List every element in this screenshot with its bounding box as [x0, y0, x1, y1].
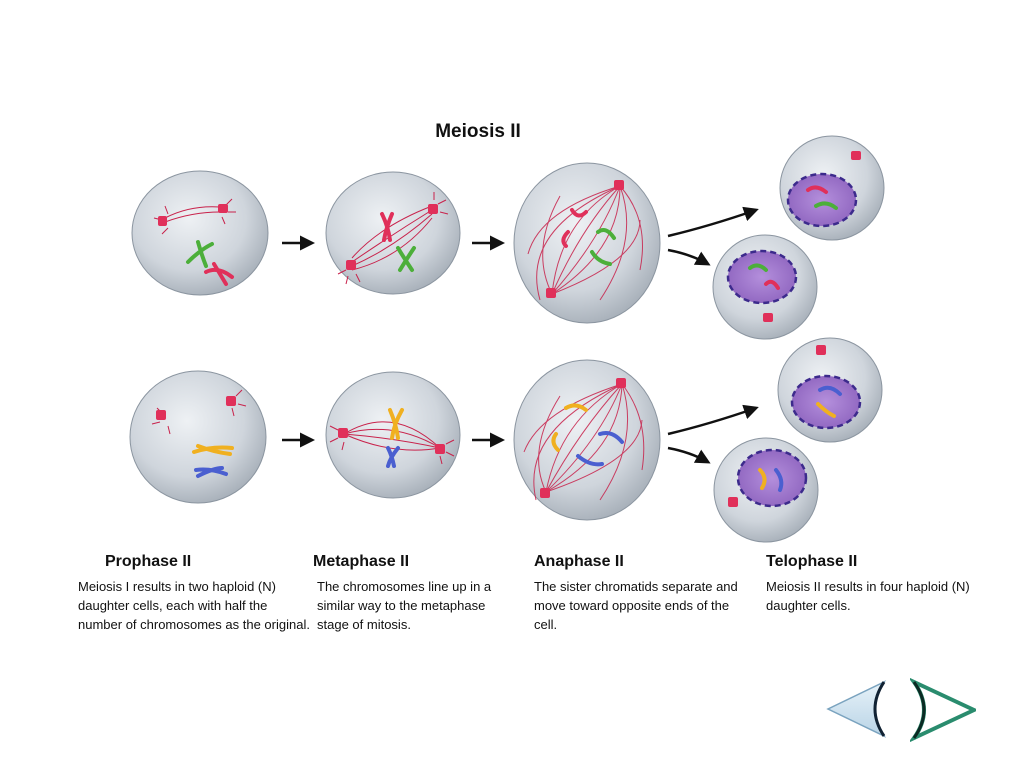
chromosome-yellow-icon — [388, 408, 404, 440]
chromosome-blue-icon — [774, 468, 784, 492]
arrow-icon — [667, 206, 759, 238]
chromosome-blue-icon — [194, 466, 228, 478]
chromosome-red-icon — [764, 279, 780, 290]
chromosome-green-icon — [748, 263, 768, 272]
cell-telophase-top-2 — [712, 234, 818, 340]
cell-prophase-bottom — [129, 370, 267, 504]
centrosome-icon — [156, 410, 166, 420]
arrow-icon — [667, 248, 711, 266]
chromosome-blue-icon — [386, 446, 400, 468]
centrosome-icon — [546, 288, 556, 298]
cell-telophase-bottom-2 — [713, 437, 819, 543]
centrosome-icon — [346, 260, 356, 270]
phase-telophase-ii: Telophase II Meiosis II results in four … — [766, 553, 986, 615]
cell-anaphase-top — [513, 162, 661, 324]
phase-description: Meiosis II results in four haploid (N) d… — [766, 579, 970, 613]
nucleus-icon — [726, 249, 798, 305]
chromosome-yellow-icon — [816, 402, 836, 418]
chromosome-blue-icon — [818, 385, 842, 396]
centrosome-icon — [428, 204, 438, 214]
chromosome-green-icon — [590, 250, 612, 266]
centrosome-icon — [540, 488, 550, 498]
forward-arrow-icon — [910, 678, 976, 742]
chromosome-yellow-icon — [551, 432, 560, 452]
chromosome-green-icon — [396, 246, 416, 272]
cell-metaphase-bottom — [325, 371, 461, 499]
chromosome-yellow-icon — [758, 468, 767, 490]
centrosome-icon — [435, 444, 445, 454]
phase-name: Prophase II — [105, 553, 192, 570]
phase-name: Anaphase II — [534, 553, 624, 570]
centrosome-icon — [614, 180, 624, 190]
previous-slide-button[interactable] — [826, 678, 888, 740]
next-slide-button[interactable] — [910, 678, 976, 742]
back-arrow-icon — [826, 680, 887, 738]
cell-telophase-top-1 — [779, 135, 885, 241]
diagram-title: Meiosis II — [435, 121, 521, 142]
phase-description: The sister chromatids separate and move … — [534, 579, 738, 632]
chromosome-green-icon — [186, 240, 214, 268]
phase-description: The chromosomes line up in a similar way… — [317, 579, 492, 632]
centrosome-icon — [338, 428, 348, 438]
phase-description: Meiosis I results in two haploid (N) dau… — [78, 579, 310, 632]
phase-prophase-ii: Prophase II Meiosis I results in two hap… — [78, 553, 310, 634]
phase-anaphase-ii: Anaphase II The sister chromatids separa… — [534, 553, 746, 634]
arrow-icon — [667, 446, 711, 464]
cell-prophase-top — [131, 170, 269, 296]
phase-name: Metaphase II — [313, 553, 410, 570]
nucleus-icon — [790, 374, 862, 430]
phase-metaphase-ii: Metaphase II The chromosomes line up in … — [313, 553, 513, 634]
centrosome-icon — [816, 345, 826, 355]
chromosome-blue-icon — [598, 431, 624, 444]
centrosome-icon — [226, 396, 236, 406]
phase-name: Telophase II — [766, 553, 858, 570]
chromosome-yellow-icon — [564, 403, 588, 412]
chromosome-green-icon — [596, 228, 616, 240]
centrosome-icon — [728, 497, 738, 507]
centrosome-icon — [851, 151, 861, 160]
chromosome-red-icon — [570, 208, 588, 218]
chromosome-red-icon — [204, 262, 234, 286]
nucleus-icon — [736, 448, 808, 508]
chromosome-red-icon — [561, 230, 570, 248]
cell-metaphase-top — [325, 171, 461, 295]
nucleus-icon — [786, 172, 858, 228]
chromosome-green-icon — [814, 201, 838, 210]
arrow-icon — [667, 404, 759, 436]
cell-anaphase-bottom — [513, 359, 661, 521]
centrosome-icon — [763, 313, 773, 322]
chromosome-red-icon — [806, 185, 828, 194]
centrosome-icon — [218, 204, 228, 213]
chromosome-red-icon — [380, 212, 394, 242]
centrosome-icon — [158, 216, 167, 226]
chromosome-blue-icon — [576, 454, 604, 467]
cell-telophase-bottom-1 — [777, 337, 883, 443]
chromosome-yellow-icon — [192, 444, 234, 456]
centrosome-icon — [616, 378, 626, 388]
